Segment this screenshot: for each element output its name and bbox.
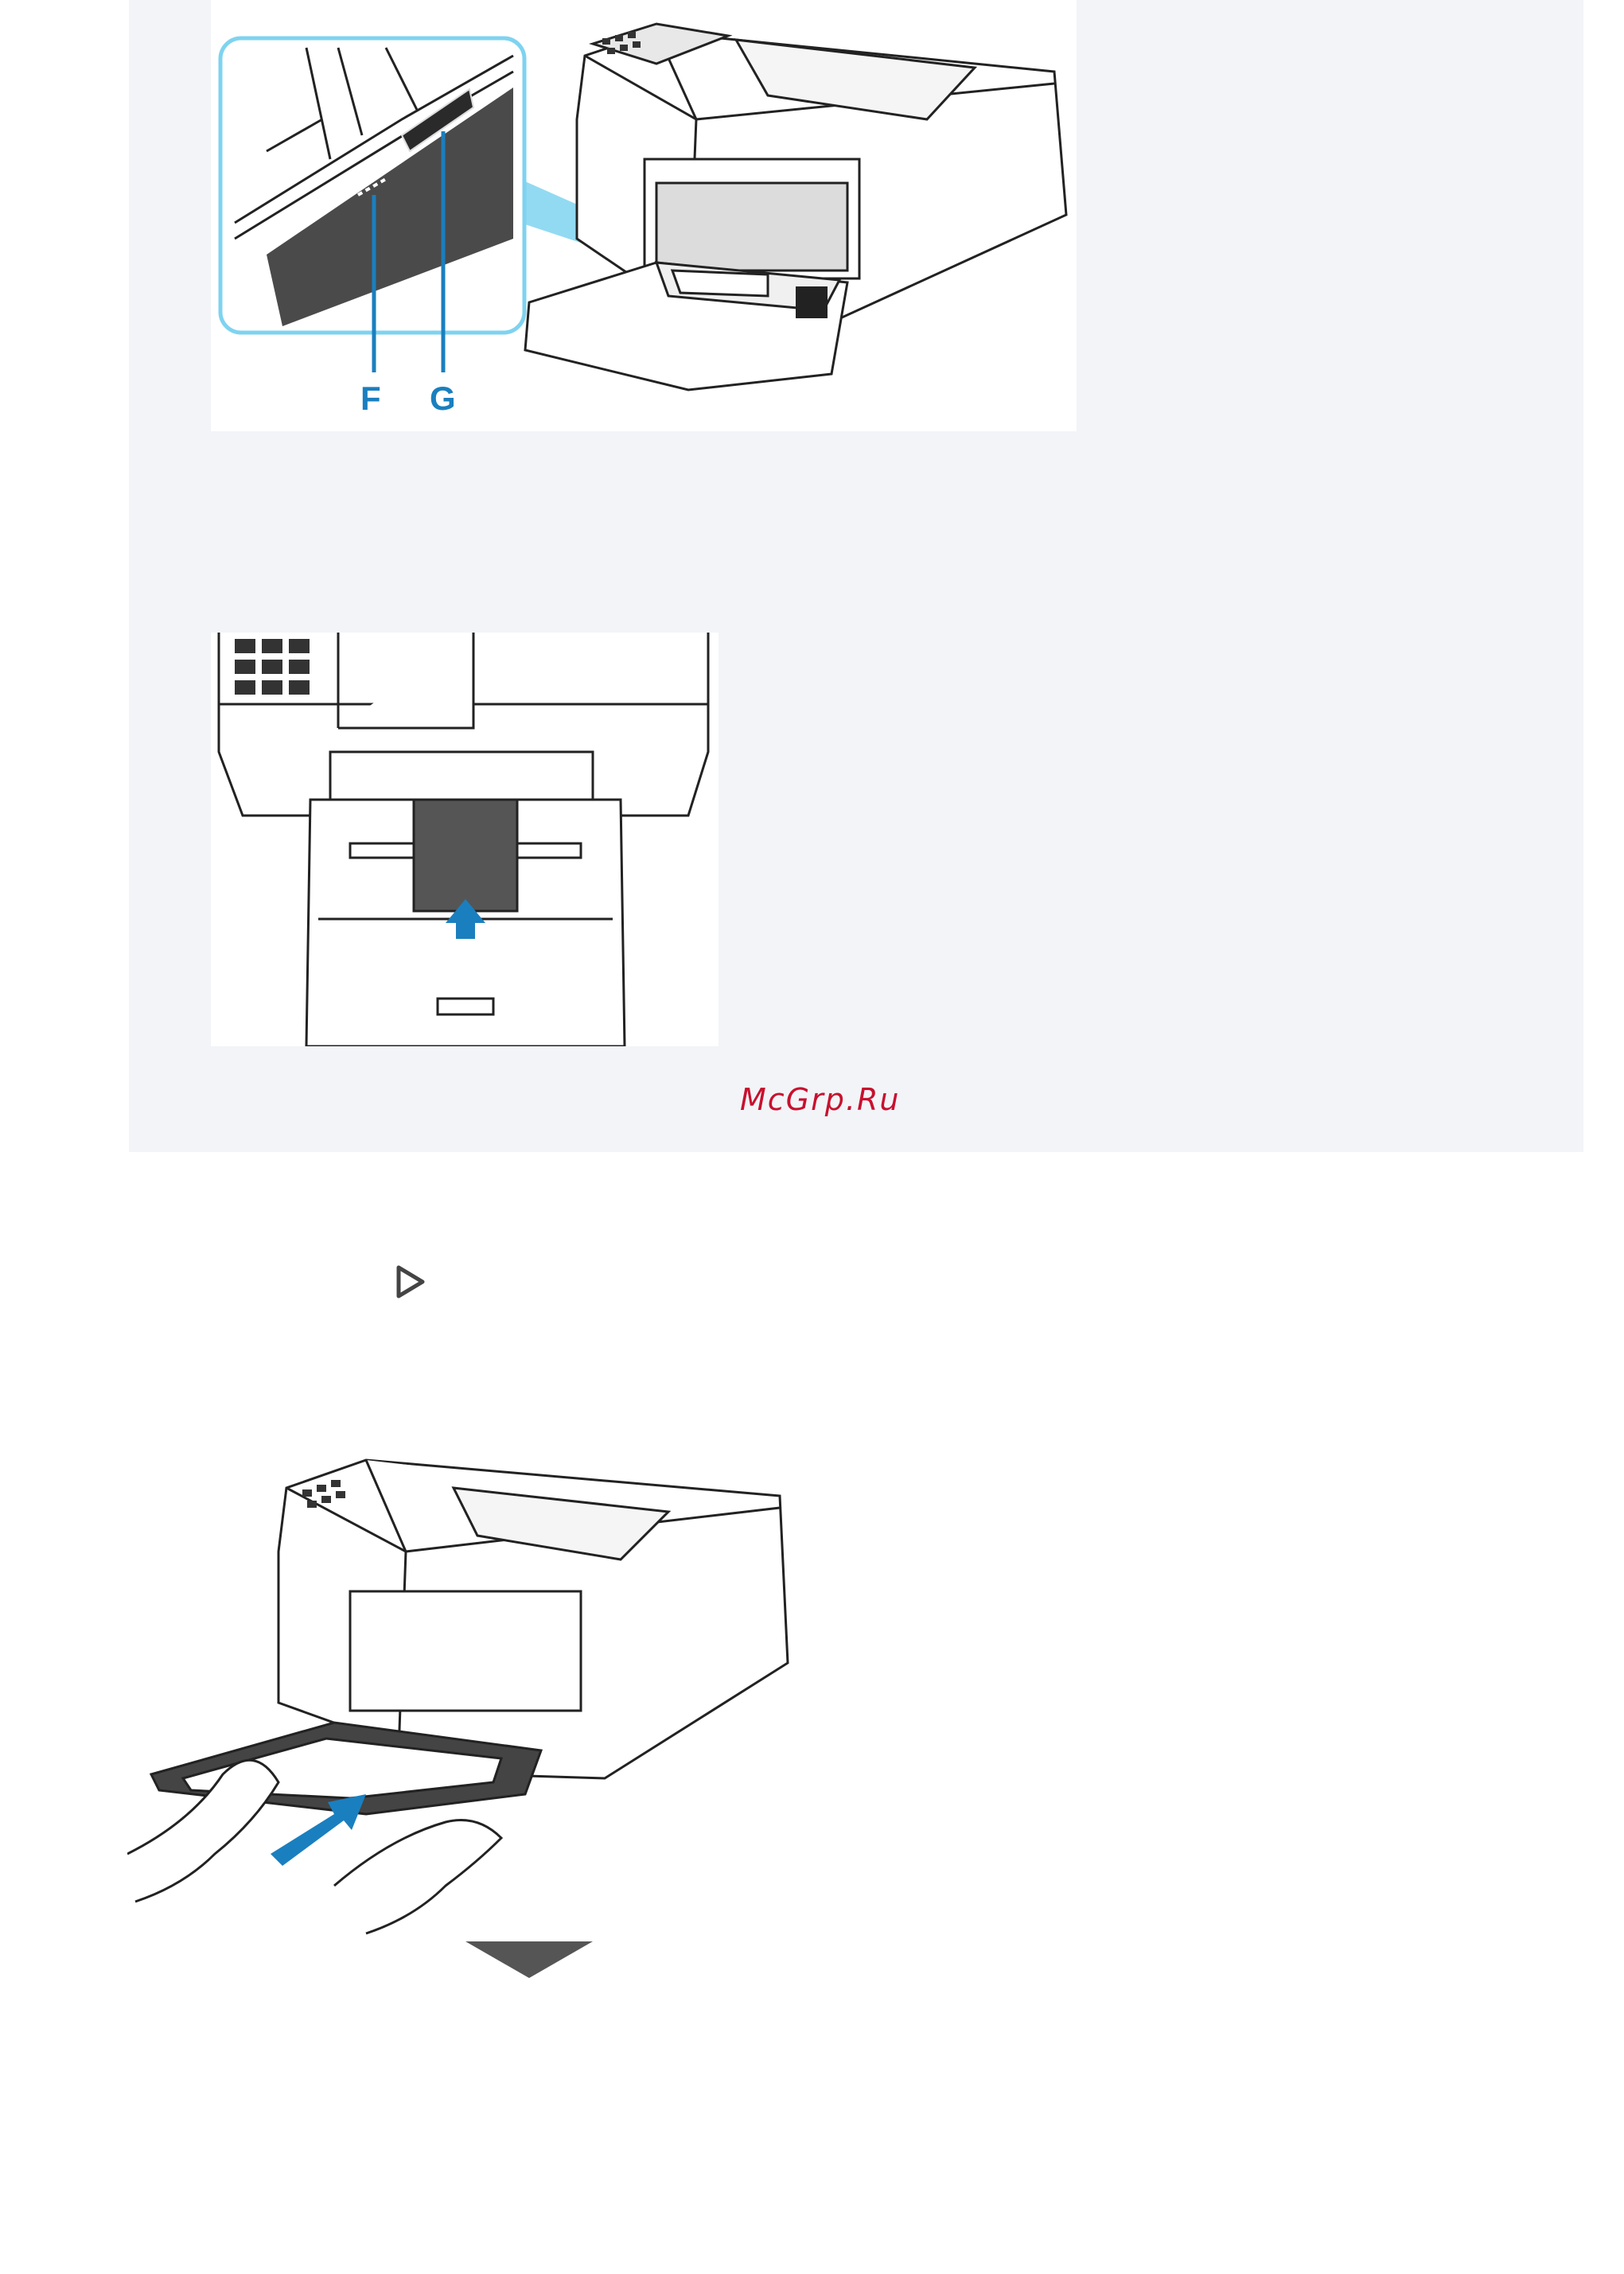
insert-cassette-figure <box>127 1440 796 1949</box>
down-arrow-icon <box>465 1940 593 1980</box>
play-triangle-icon <box>394 1264 427 1300</box>
printer-detail-figure: F G <box>211 0 1077 431</box>
watermark-text: McGrp.Ru <box>740 1082 907 1117</box>
callout-g-label: G <box>430 380 456 417</box>
callout-f-label: F <box>360 380 381 417</box>
paper-insert-figure <box>211 633 719 1046</box>
